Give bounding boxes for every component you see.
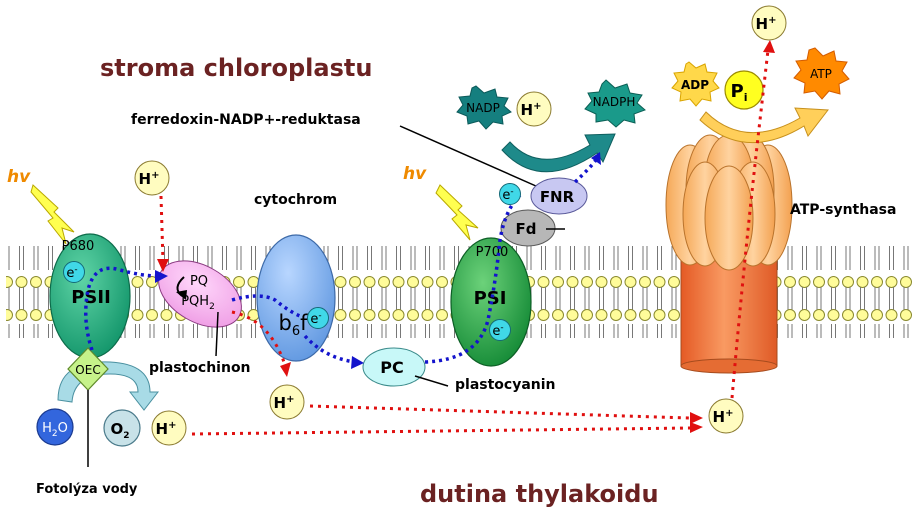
electron-psii: e- [63,261,85,283]
nadph-burst [584,79,646,128]
svg-text:e-: e- [66,265,77,281]
lightning-bolt-left [30,184,75,245]
proton-arrowhead [157,259,169,272]
electron-flows [84,158,598,364]
cytochrome-label: cytochrom [254,192,337,208]
lightning-bolt-right [435,184,479,241]
proton-lumen-pq: H+ [269,384,305,420]
phosphate-label: Pi [731,81,748,104]
fnr-pointer [399,125,546,191]
atp-synthase [665,134,793,374]
fnr-enzyme [530,177,588,215]
proton-stroma-synthase: H+ [751,5,787,41]
photolysis-label: Fotolýza vody [36,482,138,497]
electron-fd: e- [499,183,521,205]
stroma-title: stroma chloroplastu [100,54,372,82]
plastocyanin-label: plastocyanin [455,377,556,393]
svg-text:e-: e- [310,311,321,327]
proton-arrowhead [763,40,775,53]
water-label: H2O [42,421,68,439]
proton-stroma-pq: H+ [134,160,170,196]
electron-psi: e- [489,319,511,341]
light-label-right: hv [403,164,427,184]
water-molecule [36,408,74,446]
proton-lumen-water: H+ [151,410,187,446]
electron-flow-oec-to-psii [84,266,159,351]
nadp-burst [456,85,512,130]
adp-burst [671,61,720,107]
electron-flow-pc-to-psi [424,193,522,364]
plastocyanin-pointer [414,375,449,387]
atp-production-arrow [699,107,829,143]
light-label-left: hv [7,167,31,187]
proton-flow-through-synthase [730,49,770,399]
nadph-label: NADPH [593,95,636,109]
plastoquinone-label: plastochinon [149,360,251,376]
proton-lumen-synthase: H+ [708,398,744,434]
pq-reduction-arrowhead [176,290,187,300]
ferredoxin [500,209,556,247]
electron-arrowhead [155,270,168,283]
oxygen-label: O2 [110,420,129,441]
oxygen-molecule [103,409,141,447]
fd-label: Fd [516,220,537,238]
proton-arrowhead [690,422,703,433]
psii-label: PSII [71,287,111,308]
lumen-title: dutina thylakoidu [420,480,659,508]
psi-label: PSI [474,288,507,309]
plastoquinone-pointer [215,311,219,357]
nadph-production-arrow [501,133,616,173]
electron-flow-cyt-to-pc [303,334,356,364]
svg-text:H+: H+ [756,15,777,33]
cytochrome-name: b6f [278,311,308,339]
phosphate [724,70,764,110]
svg-text:H+: H+ [713,408,734,426]
svg-text:H+: H+ [156,420,177,438]
proton-stroma-nadp [516,91,552,127]
electron-flow-pq-to-cyt [231,294,301,318]
proton-arrowhead [280,362,291,377]
atp-synthase-subunit [704,165,754,271]
fnr-label: FNR [540,188,575,206]
proton-flow-water-to-synthase [191,426,691,436]
proton-flow-stroma-to-pq [159,195,165,263]
plastocyanin [362,347,426,387]
atp-synthase-label: ATP-synthasa [790,202,896,218]
pc-label: PC [380,358,403,377]
adp-label: ADP [681,78,709,92]
electron-arrowhead [351,356,364,369]
ferredoxin-label: ferredoxin-NADP+-reduktasa [131,112,361,128]
cytochrome-b6f [256,234,336,362]
proton-flows [159,49,770,436]
nadp-label: NADP [466,101,500,115]
proton-arrowhead [690,412,703,424]
pqh2-label: PQH2 [181,294,215,312]
pq-label: PQ [190,274,208,289]
p700-label: P700 [476,245,509,260]
p680-label: P680 [62,239,95,254]
atp-burst [793,47,850,100]
plastoquinone-pool [158,260,242,328]
atp-label: ATP [810,67,832,81]
svg-text:H+: H+ [274,394,295,412]
electron-arrowhead [591,152,601,165]
electron-cytochrome: e- [307,307,329,329]
proton-label: H+ [521,101,542,119]
svg-text:e-: e- [502,187,513,203]
electron-flow-fnr-to-nadp [573,158,598,184]
svg-text:H+: H+ [139,170,160,188]
proton-flow-pq-lumen-to-synthase [309,404,691,420]
oec-label: OEC [75,363,100,377]
svg-text:e-: e- [492,323,503,339]
